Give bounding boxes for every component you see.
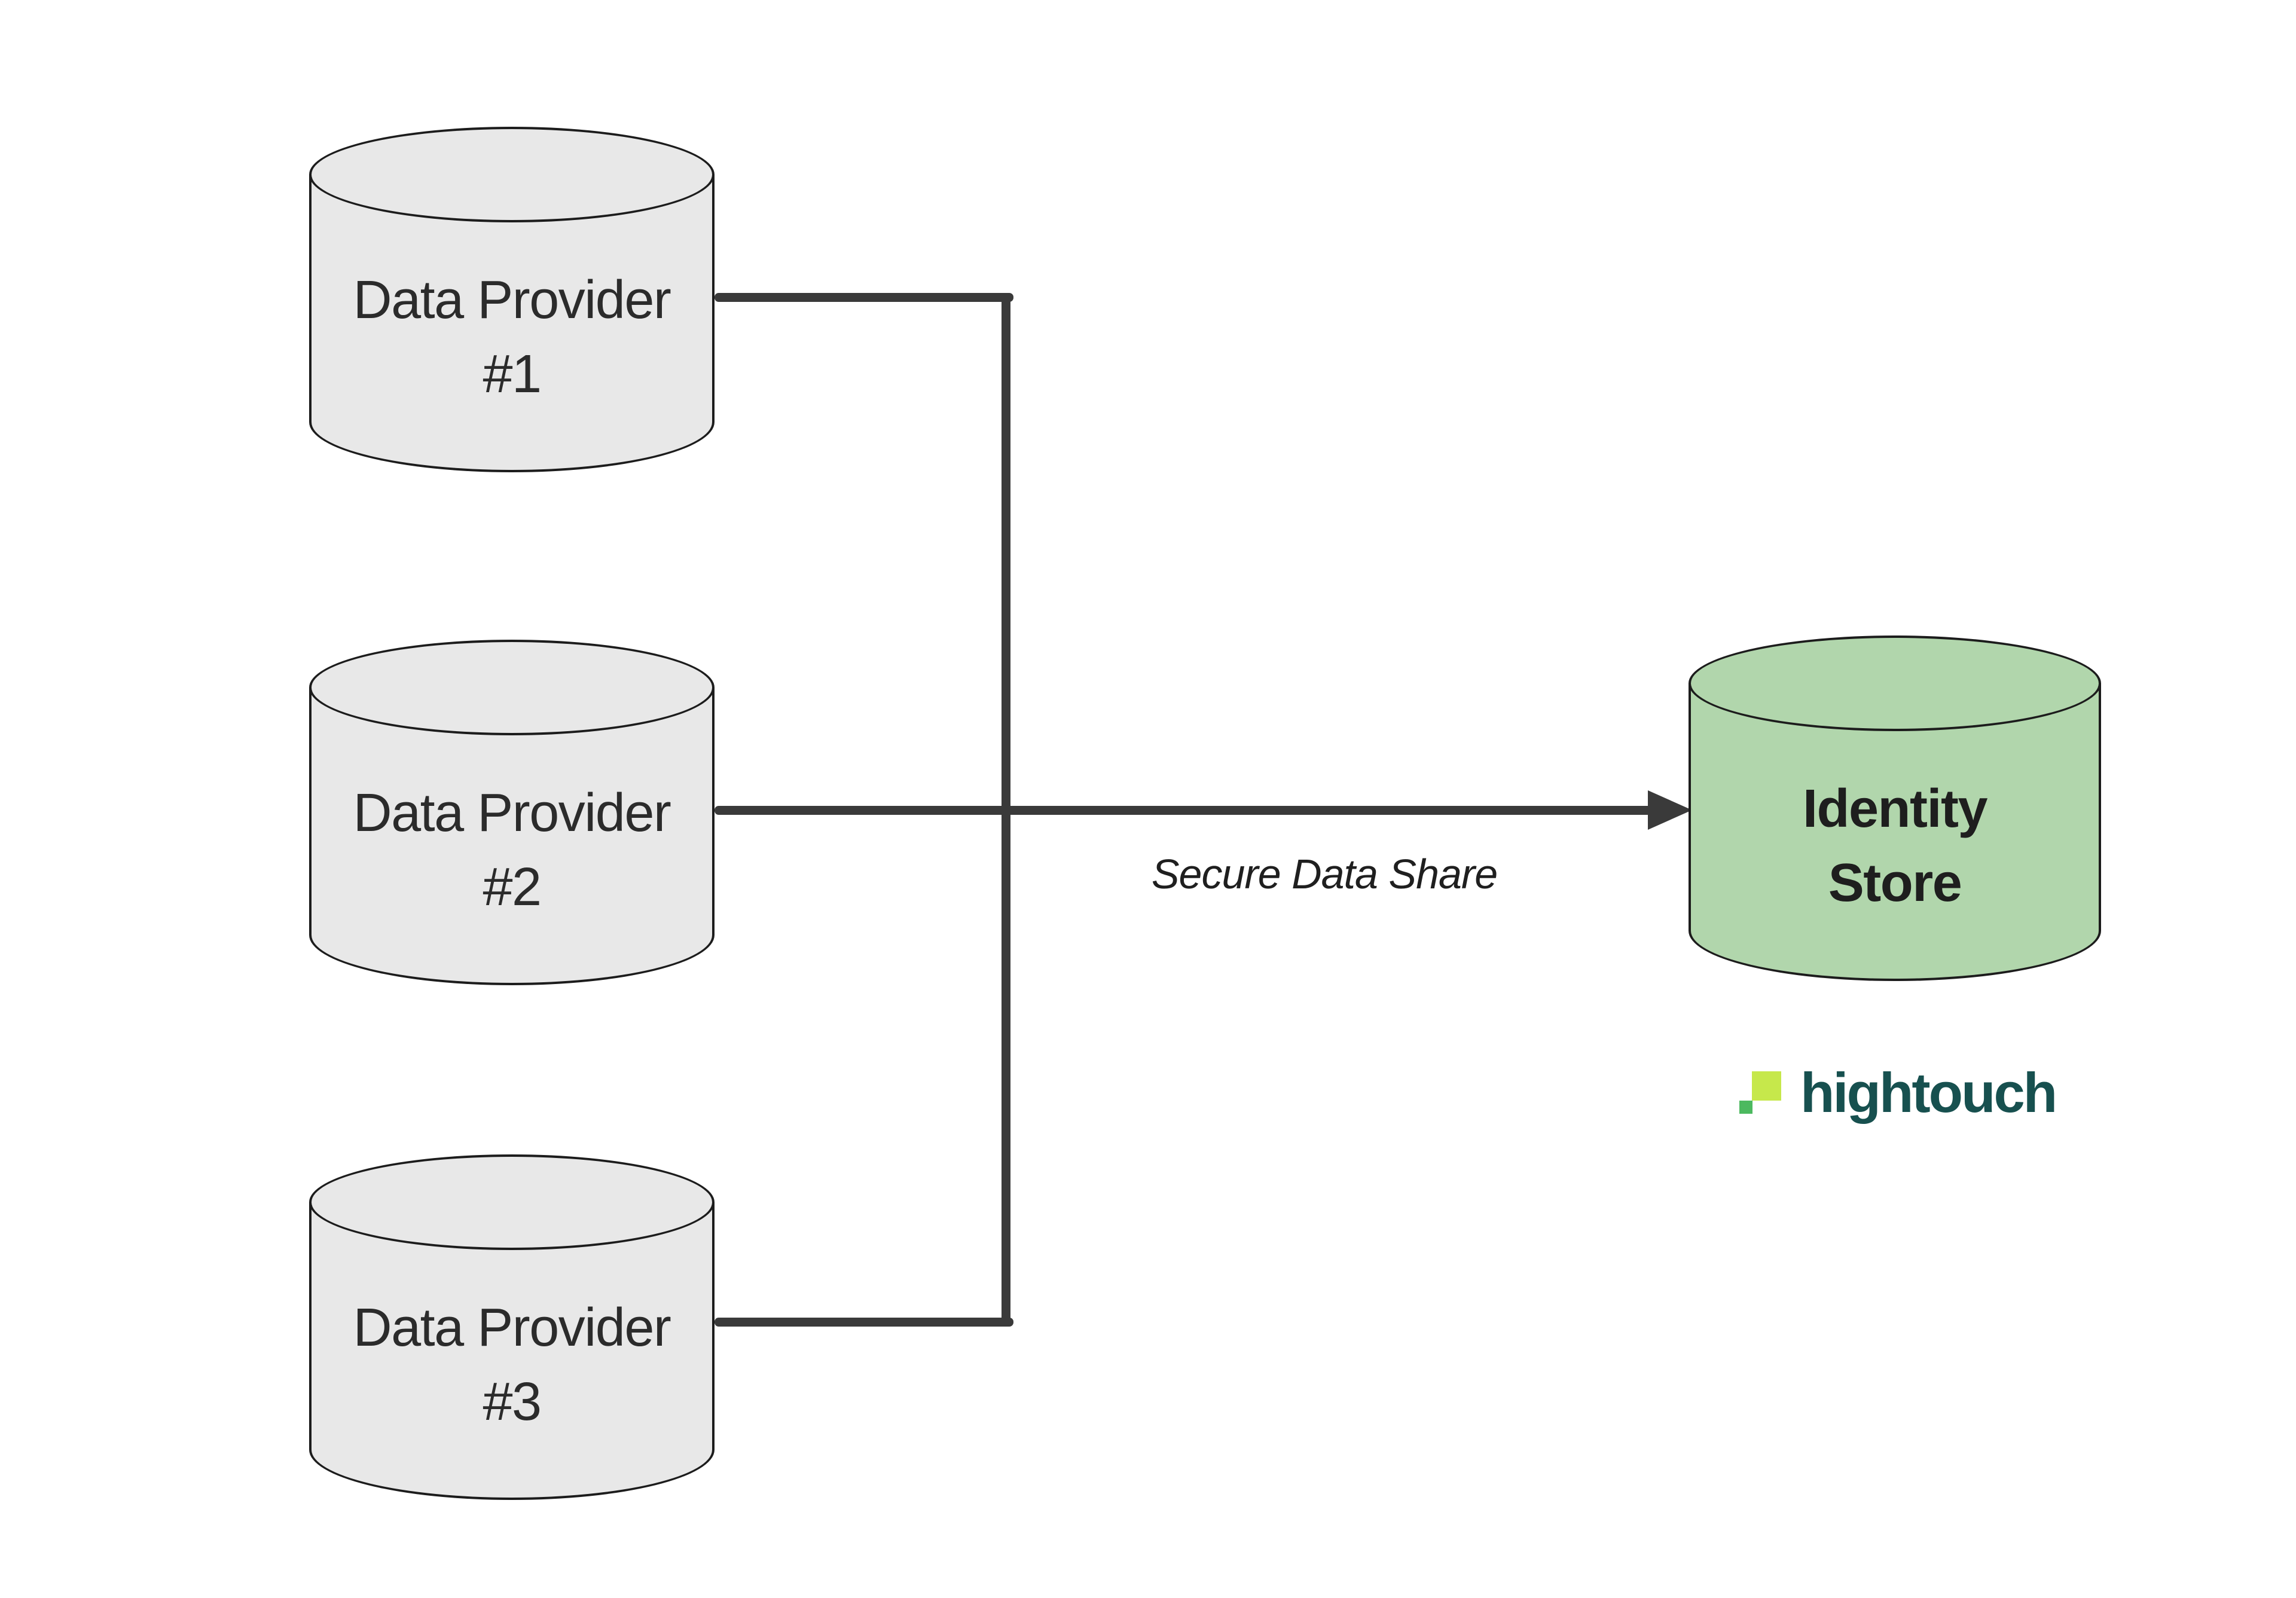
connector-provider3-to-bus bbox=[715, 1318, 1013, 1327]
data-provider-2-cylinder: Data Provider #2 bbox=[309, 640, 715, 985]
cylinder-top-ellipse bbox=[309, 1154, 715, 1250]
data-provider-1-cylinder: Data Provider #1 bbox=[309, 127, 715, 472]
label-line-1: Data Provider bbox=[353, 783, 671, 843]
cylinder-body bbox=[309, 1202, 715, 1500]
cylinder-top-ellipse bbox=[309, 640, 715, 735]
logo-mark-small-square-icon bbox=[1739, 1101, 1752, 1114]
cylinder-body bbox=[1689, 683, 2101, 981]
label-line-2: #3 bbox=[483, 1372, 542, 1432]
connector-provider1-to-bus bbox=[715, 293, 1013, 302]
arrowhead-icon bbox=[1648, 790, 1692, 830]
label-line-2: Store bbox=[1828, 853, 1962, 913]
cylinder-body bbox=[309, 688, 715, 985]
cylinder-top-ellipse bbox=[1689, 635, 2101, 731]
label-line-2: #2 bbox=[483, 857, 542, 917]
cylinder-body bbox=[309, 175, 715, 472]
logo-mark-large-square-icon bbox=[1752, 1071, 1781, 1101]
label-line-1: Data Provider bbox=[353, 270, 671, 330]
data-provider-1-label: Data Provider #1 bbox=[309, 263, 715, 411]
data-provider-3-cylinder: Data Provider #3 bbox=[309, 1154, 715, 1500]
data-provider-2-label: Data Provider #2 bbox=[309, 776, 715, 924]
hightouch-logo: hightouch bbox=[1739, 1061, 2062, 1137]
label-line-2: #1 bbox=[483, 344, 542, 404]
identity-store-label: Identity Store bbox=[1689, 772, 2101, 920]
identity-store-cylinder: Identity Store bbox=[1689, 635, 2101, 981]
label-line-1: Identity bbox=[1802, 779, 1988, 839]
label-line-1: Data Provider bbox=[353, 1298, 671, 1358]
edge-label-secure-data-share: Secure Data Share bbox=[1151, 851, 1498, 897]
hightouch-wordmark: hightouch bbox=[1800, 1061, 2057, 1124]
connector-provider2-to-identity-store bbox=[715, 806, 1656, 815]
data-provider-3-label: Data Provider #3 bbox=[309, 1291, 715, 1439]
cylinder-top-ellipse bbox=[309, 127, 715, 222]
